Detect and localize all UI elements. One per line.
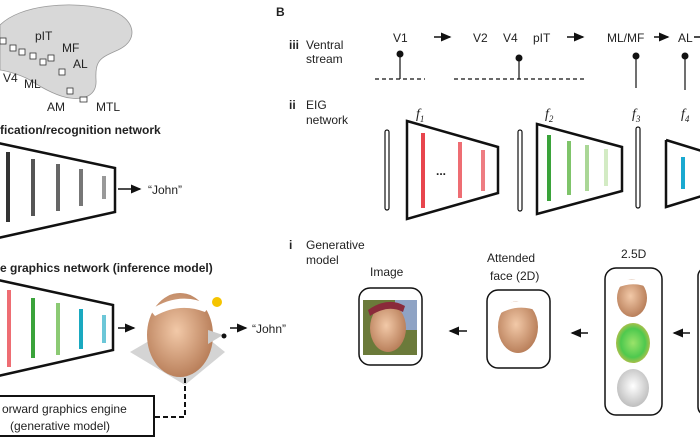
recognition-network: “John” (0, 142, 182, 239)
layers-ellipsis: ... (436, 164, 446, 178)
depth-face (617, 369, 649, 407)
brain-diagram: pIT MF V4 ML AL AM MTL (0, 4, 133, 114)
stage-f3: f3 (632, 107, 641, 124)
area-ml-mf: ML/MF (607, 31, 644, 45)
brain-shape (0, 4, 133, 99)
graphics-engine-box (0, 395, 155, 437)
brain-label-v4: V4 (3, 71, 18, 85)
panel-b-label: B (276, 5, 285, 19)
attended-line2: face (2D) (490, 269, 539, 283)
generative-line2: model (306, 253, 339, 267)
normal-map-face (616, 323, 650, 363)
photo-image (363, 300, 417, 355)
eig-line1: EIG (306, 98, 327, 112)
brain-label-ml: ML (24, 77, 41, 91)
ventral-stream: V1 V2 V4 pIT ML/MF AL (375, 31, 700, 90)
brain-label-pit: pIT (35, 29, 53, 43)
iii-numeral: iii (289, 38, 299, 52)
generative-line1: Generative (306, 238, 365, 252)
eig-inference-network (0, 279, 136, 377)
face-3d (147, 293, 213, 377)
stage-f4: f4 (681, 107, 690, 124)
area-al: AL (678, 31, 693, 45)
rendered-face-scene: “John” (130, 293, 286, 385)
stage-f2: f2 (545, 107, 554, 124)
recognition-output: “John” (148, 183, 182, 197)
i-numeral: i (289, 238, 292, 252)
ventral-line1: Ventral (306, 38, 343, 52)
area-pit: pIT (533, 31, 551, 45)
area-v1: V1 (393, 31, 408, 45)
light-source-icon (212, 297, 222, 307)
brain-label-mf: MF (62, 41, 79, 55)
albedo-face (617, 279, 647, 317)
twohalf-d-label: 2.5D (621, 247, 647, 261)
attended-line1: Attended (487, 251, 535, 265)
engine-line2: (generative model) (10, 419, 110, 433)
ventral-line2: stream (306, 52, 343, 66)
eig-line2: network (306, 113, 349, 127)
eig-network-stages: f1 f2 f3 f4 ... (384, 107, 700, 221)
image-label: Image (370, 265, 404, 279)
dashed-feedback-line (155, 378, 186, 418)
brain-label-am: AM (47, 100, 65, 114)
area-v2: V2 (473, 31, 488, 45)
ii-numeral: ii (289, 98, 296, 112)
brain-label-al: AL (73, 57, 88, 71)
recognition-title: fication/recognition network (0, 123, 161, 137)
area-v4: V4 (503, 31, 518, 45)
eig-title: e graphics network (inference model) (0, 261, 213, 275)
engine-line1: orward graphics engine (2, 402, 127, 416)
generative-pipeline: Image Attended face (2D) 2.5D (358, 247, 700, 416)
attended-face (498, 301, 538, 353)
eig-output: “John” (252, 322, 286, 336)
stage-f1: f1 (416, 107, 424, 124)
camera-icon (208, 330, 223, 344)
brain-label-mtl: MTL (96, 100, 120, 114)
